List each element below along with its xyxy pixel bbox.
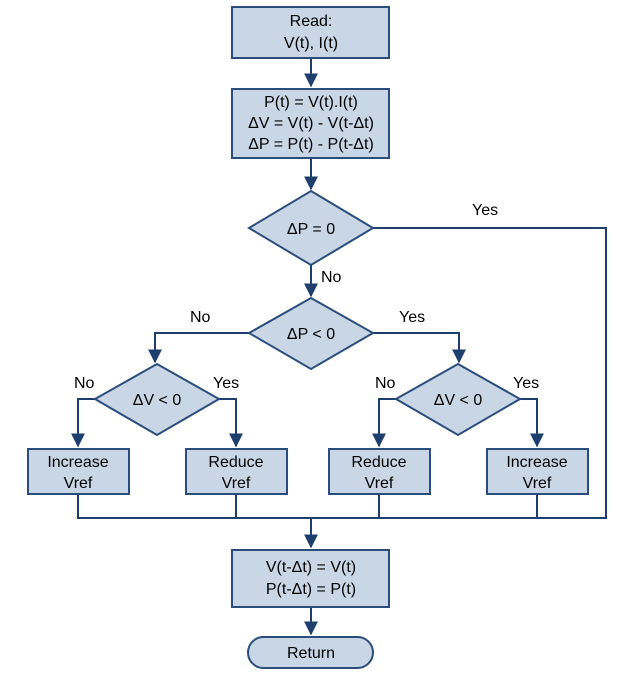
- decision-dv-left: ΔV < 0: [92, 362, 222, 437]
- decision-dp-neg: ΔP < 0: [246, 296, 376, 371]
- increase-right-line-2: Vref: [523, 475, 552, 492]
- read-line-1: Read:: [290, 13, 333, 30]
- arrow-dv-right-no: [372, 398, 396, 448]
- return-terminal: Return: [247, 636, 374, 669]
- increase-vref-right-box: Increase Vref: [486, 448, 589, 495]
- decision-dv-right: ΔV < 0: [393, 362, 523, 437]
- label-dp-zero-no: No: [321, 269, 342, 286]
- increase-left-line-1: Increase: [47, 454, 108, 471]
- increase-right-line-1: Increase: [506, 454, 567, 471]
- read-box: Read: V(t), I(t): [231, 6, 390, 59]
- decision-dv-left-label: ΔV < 0: [133, 392, 182, 409]
- increase-left-line-2: Vref: [64, 475, 93, 492]
- reduce-left-line-1: Reduce: [208, 454, 263, 471]
- arrow-dv-right-yes: [520, 398, 544, 448]
- label-dv-left-no: No: [74, 375, 95, 392]
- branch-labels: Yes No No Yes No Yes No Yes: [74, 202, 539, 392]
- update-line-1: V(t-Δt) = V(t): [266, 559, 356, 576]
- reduce-left-line-2: Vref: [222, 475, 251, 492]
- label-dp-neg-no: No: [190, 309, 211, 326]
- arrow-dp-neg-yes: [373, 332, 466, 364]
- update-line-2: P(t-Δt) = P(t): [266, 581, 356, 598]
- reduce-right-line-2: Vref: [365, 475, 394, 492]
- label-dp-neg-yes: Yes: [399, 309, 425, 326]
- label-dv-right-no: No: [375, 375, 396, 392]
- label-dv-right-yes: Yes: [513, 375, 539, 392]
- connectors: [71, 58, 607, 636]
- compute-box: P(t) = V(t).I(t) ΔV = V(t) - V(t-Δt) ΔP …: [231, 88, 390, 159]
- compute-line-1: P(t) = V(t).I(t): [264, 94, 358, 111]
- compute-line-2: ΔV = V(t) - V(t-Δt): [248, 115, 374, 132]
- reduce-vref-right-box: Reduce Vref: [328, 448, 431, 495]
- decision-dp-zero: ΔP = 0: [247, 189, 375, 267]
- arrow-dv-left-no: [71, 398, 95, 448]
- arrow-dp-neg-no: [148, 332, 249, 364]
- decision-dp-zero-label: ΔP = 0: [287, 221, 335, 238]
- reduce-right-line-1: Reduce: [351, 454, 406, 471]
- compute-line-3: ΔP = P(t) - P(t-Δt): [248, 136, 374, 153]
- label-dp-zero-yes: Yes: [472, 202, 498, 219]
- update-box: V(t-Δt) = V(t) P(t-Δt) = P(t): [231, 549, 390, 608]
- line-merge: [77, 494, 538, 519]
- decision-dp-neg-label: ΔP < 0: [287, 326, 335, 343]
- decision-dv-right-label: ΔV < 0: [434, 392, 483, 409]
- increase-vref-left-box: Increase Vref: [27, 448, 130, 495]
- return-label: Return: [287, 645, 335, 662]
- read-line-2: V(t), I(t): [284, 35, 338, 52]
- label-dv-left-yes: Yes: [213, 375, 239, 392]
- reduce-vref-left-box: Reduce Vref: [185, 448, 288, 495]
- arrow-dv-left-yes: [219, 398, 243, 448]
